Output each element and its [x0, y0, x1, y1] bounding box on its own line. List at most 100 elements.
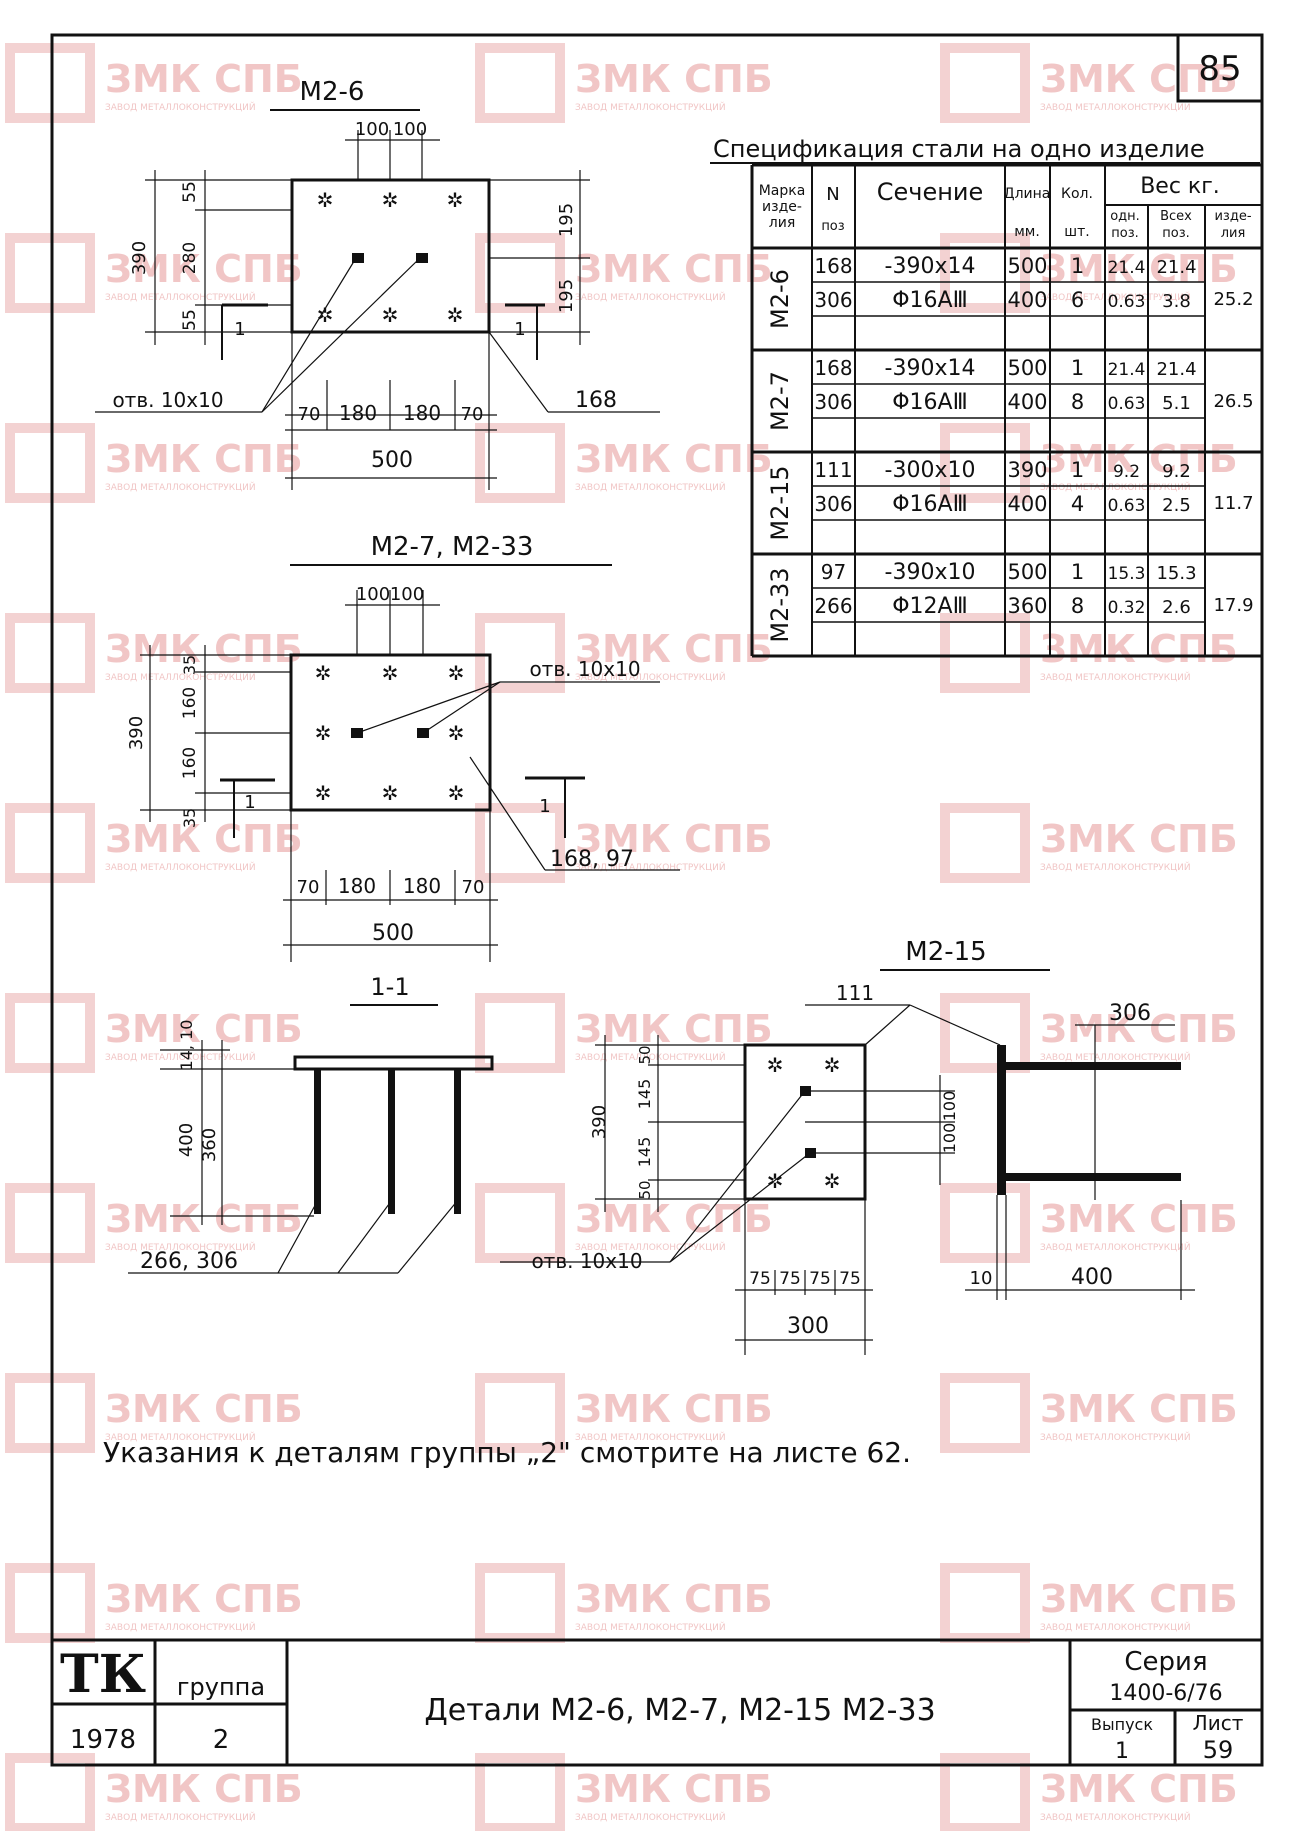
watermark-brand: ЗМК СПБ	[575, 1767, 773, 1811]
cell-weight-all: 21.4	[1156, 359, 1196, 380]
watermark-brand: ЗМК СПБ	[1040, 1387, 1238, 1431]
watermark-tagline: ЗАВОД МЕТАЛЛОКОНСТРУКЦИЙ	[575, 1811, 726, 1823]
dim-label: 180	[339, 401, 377, 425]
stud-icon: ✲	[382, 303, 399, 327]
cell-pos: 97	[821, 560, 846, 584]
drawing-title: Детали М2-6, М2-7, М2-15 М2-33	[424, 1693, 935, 1728]
header-qty: Кол.шт.	[1061, 186, 1093, 240]
dim-label: 160	[180, 687, 200, 719]
cell-length: 400	[1007, 288, 1047, 312]
header-weight: Вес кг.	[1140, 174, 1220, 199]
watermark-brand: ЗМК СПБ	[105, 437, 303, 481]
watermark-logo-icon	[5, 423, 95, 503]
stud-icon: ✲	[448, 721, 465, 745]
cell-qty: 8	[1071, 594, 1084, 618]
stud-icon: ✲	[317, 303, 334, 327]
part-leader-label: 168	[575, 388, 617, 413]
header-w-one: одн.поз.	[1110, 209, 1140, 241]
watermark-brand: ЗМК СПБ	[575, 817, 773, 861]
watermark-logo-icon	[940, 1373, 1030, 1453]
group-mark: М2-15	[766, 465, 794, 540]
dim-label: 100	[356, 584, 390, 605]
watermark-brand: ЗМК СПБ	[105, 817, 303, 861]
cell-qty: 1	[1071, 254, 1084, 278]
cell-weight-one: 9.2	[1113, 462, 1140, 482]
year-value: 1978	[70, 1725, 136, 1755]
dim-total-label: 500	[371, 448, 413, 473]
cell-section: Φ16АⅢ	[892, 288, 968, 313]
watermark-tagline: ЗАВОД МЕТАЛЛОКОНСТРУКЦИЙ	[105, 1051, 256, 1063]
watermark-tagline: ЗАВОД МЕТАЛЛОКОНСТРУКЦИЙ	[575, 101, 726, 113]
section-mark-label: 1	[539, 796, 550, 817]
watermark-tagline: ЗАВОД МЕТАЛЛОКОНСТРУКЦИЙ	[1040, 1621, 1191, 1633]
cell-length: 360	[1007, 594, 1047, 618]
item-weight: 26.5	[1213, 391, 1253, 412]
watermark-brand: ЗМК СПБ	[1040, 1197, 1238, 1241]
series-value: 1400-6/76	[1109, 1681, 1222, 1706]
plate-leader-label: 111	[836, 981, 874, 1005]
stud-icon: ✲	[382, 188, 399, 212]
cell-length: 400	[1007, 492, 1047, 516]
cell-weight-one: 0.63	[1108, 394, 1146, 414]
watermark-logo-icon	[5, 1753, 95, 1831]
cell-pos: 111	[814, 458, 852, 482]
watermark-tagline: ЗАВОД МЕТАЛЛОКОНСТРУКЦИЙ	[105, 1811, 256, 1823]
watermark-tagline: ЗАВОД МЕТАЛЛОКОНСТРУКЦИЙ	[575, 1431, 726, 1443]
watermark-tagline: ЗАВОД МЕТАЛЛОКОНСТРУКЦИЙ	[1040, 101, 1191, 113]
dim-label: 390	[589, 1105, 610, 1139]
dim-label: 195	[556, 279, 577, 313]
view-m2-15: М2-15 ✲ ✲ ✲ ✲ 111 390 50 145 145 50	[500, 937, 1195, 1355]
issue-value: 1	[1115, 1739, 1129, 1764]
stud-icon: ✲	[448, 781, 465, 805]
stud-icon: ✲	[447, 188, 464, 212]
cell-weight-all: 21.4	[1156, 257, 1196, 278]
cell-weight-one: 0.63	[1108, 292, 1146, 312]
org-logo-text: ТК	[60, 1644, 146, 1705]
cell-weight-all: 2.5	[1162, 495, 1191, 516]
hole-icon	[416, 253, 428, 263]
dim-label: 100	[355, 119, 389, 140]
dim-total-label: 300	[787, 1314, 829, 1339]
watermark-logo-icon	[940, 803, 1030, 883]
bar-section	[388, 1069, 395, 1214]
cell-section: -300х10	[885, 458, 976, 483]
watermark-brand: ЗМК СПБ	[105, 247, 303, 291]
watermark-brand: ЗМК СПБ	[1040, 817, 1238, 861]
watermark-tagline: ЗАВОД МЕТАЛЛОКОНСТРУКЦИЙ	[575, 1051, 726, 1063]
cell-qty: 6	[1071, 288, 1084, 312]
dim-label: 195	[556, 203, 577, 237]
dim-label: 180	[403, 874, 441, 898]
watermark-brand: ЗМК СПБ	[105, 1197, 303, 1241]
watermark-logo-icon	[475, 613, 565, 693]
section-mark-label: 1	[234, 319, 245, 340]
dim-label: 75	[839, 1269, 861, 1289]
cell-length: 500	[1007, 356, 1047, 380]
cell-length: 400	[1007, 390, 1047, 414]
dim-label: 100	[393, 119, 427, 140]
watermark-logo-icon	[5, 43, 95, 123]
watermark-logo-icon	[475, 993, 565, 1073]
section-mark-label: 1	[244, 792, 255, 813]
watermark-logo-icon	[475, 423, 565, 503]
watermark-tagline: ЗАВОД МЕТАЛЛОКОНСТРУКЦИЙ	[1040, 1811, 1191, 1823]
group-label: группа	[177, 1673, 265, 1701]
cell-section: Φ16АⅢ	[892, 390, 968, 415]
stud-icon: ✲	[824, 1169, 841, 1193]
watermark-brand: ЗМК СПБ	[575, 1197, 773, 1241]
cell-weight-all: 9.2	[1162, 461, 1191, 482]
watermark-tagline: ЗАВОД МЕТАЛЛОКОНСТРУКЦИЙ	[1040, 1431, 1191, 1443]
watermark-tagline: ЗАВОД МЕТАЛЛОКОНСТРУКЦИЙ	[1040, 291, 1191, 303]
sheet-number: 85	[1198, 49, 1241, 89]
cell-qty: 1	[1071, 560, 1084, 584]
cell-section: Φ12АⅢ	[892, 594, 968, 619]
watermark-brand: ЗМК СПБ	[1040, 1577, 1238, 1621]
cell-qty: 4	[1071, 492, 1084, 516]
dim-label: 390	[126, 716, 147, 750]
watermark-logo-icon	[940, 233, 1030, 313]
item-weight: 25.2	[1213, 289, 1253, 310]
view-m2-6: М2-6 ✲ ✲ ✲ ✲ ✲ ✲ 100 100 390 55 280 55	[95, 77, 660, 490]
view-m2-7-m2-33: М2-7, М2-33 ✲ ✲ ✲ ✲ ✲ ✲ ✲ ✲ 100 100 390	[126, 532, 680, 962]
stud-icon: ✲	[824, 1053, 841, 1077]
cell-weight-one: 21.4	[1108, 360, 1146, 380]
